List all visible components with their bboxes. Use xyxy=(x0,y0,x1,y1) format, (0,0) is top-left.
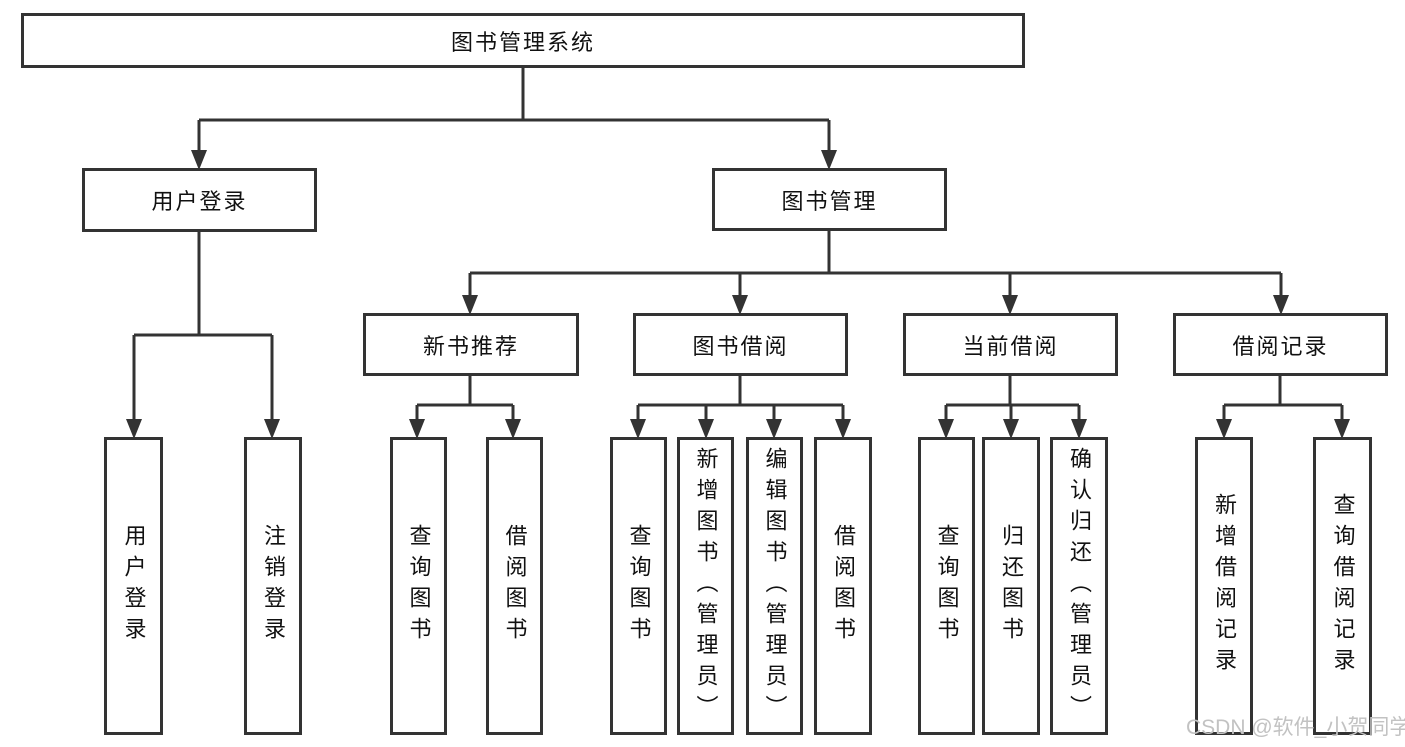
node-book-management: 图书管理 xyxy=(712,168,947,231)
node-new-book-recommend-label: 新书推荐 xyxy=(422,333,519,359)
node-leaf-user-login: 用户登录 xyxy=(104,437,163,735)
node-leaf-add-books-admin-label: 新增图书（管理员） xyxy=(693,446,719,726)
node-leaf-confirm-return-admin: 确认归还（管理员） xyxy=(1050,437,1108,735)
node-leaf-user-login-label: 用户登录 xyxy=(121,524,147,648)
node-leaf-query-books-2-label: 查询图书 xyxy=(626,524,652,648)
node-leaf-query-books-3: 查询图书 xyxy=(918,437,975,735)
node-leaf-return-books-label: 归还图书 xyxy=(999,524,1024,648)
node-current-borrow: 当前借阅 xyxy=(903,313,1118,376)
node-user-login: 用户登录 xyxy=(82,168,317,232)
node-leaf-query-books-3-label: 查询图书 xyxy=(934,524,960,648)
node-leaf-borrow-books-1-label: 借阅图书 xyxy=(502,524,528,648)
node-leaf-query-borrow-record: 查询借阅记录 xyxy=(1313,437,1372,735)
node-leaf-logout: 注销登录 xyxy=(244,437,302,735)
node-leaf-borrow-books-1: 借阅图书 xyxy=(486,437,543,735)
node-borrow-records: 借阅记录 xyxy=(1173,313,1388,376)
node-root-system: 图书管理系统 xyxy=(21,13,1025,68)
node-root-system-label: 图书管理系统 xyxy=(450,29,595,55)
node-leaf-borrow-books-2-label: 借阅图书 xyxy=(831,524,856,648)
node-leaf-borrow-books-2: 借阅图书 xyxy=(814,437,872,735)
csdn-watermark: CSDN @软件_小贺同学 xyxy=(1186,716,1405,739)
node-leaf-query-borrow-record-label: 查询借阅记录 xyxy=(1330,493,1356,679)
node-leaf-edit-books-admin-label: 编辑图书（管理员） xyxy=(762,446,788,726)
node-current-borrow-label: 当前借阅 xyxy=(962,333,1059,359)
node-leaf-add-books-admin: 新增图书（管理员） xyxy=(677,437,734,735)
node-book-borrow: 图书借阅 xyxy=(633,313,848,376)
node-book-management-label: 图书管理 xyxy=(781,188,878,214)
node-new-book-recommend: 新书推荐 xyxy=(363,313,579,376)
node-leaf-query-books-1: 查询图书 xyxy=(390,437,447,735)
node-borrow-records-label: 借阅记录 xyxy=(1232,333,1329,359)
node-leaf-return-books: 归还图书 xyxy=(982,437,1040,735)
node-leaf-add-borrow-record: 新增借阅记录 xyxy=(1195,437,1253,735)
node-leaf-logout-label: 注销登录 xyxy=(261,524,286,648)
node-book-borrow-label: 图书借阅 xyxy=(692,333,789,359)
node-leaf-confirm-return-admin-label: 确认归还（管理员） xyxy=(1067,446,1092,726)
node-leaf-query-books-2: 查询图书 xyxy=(610,437,667,735)
node-leaf-query-books-1-label: 查询图书 xyxy=(406,524,432,648)
node-leaf-edit-books-admin: 编辑图书（管理员） xyxy=(746,437,803,735)
node-user-login-label: 用户登录 xyxy=(151,189,248,214)
node-leaf-add-borrow-record-label: 新增借阅记录 xyxy=(1212,493,1237,679)
